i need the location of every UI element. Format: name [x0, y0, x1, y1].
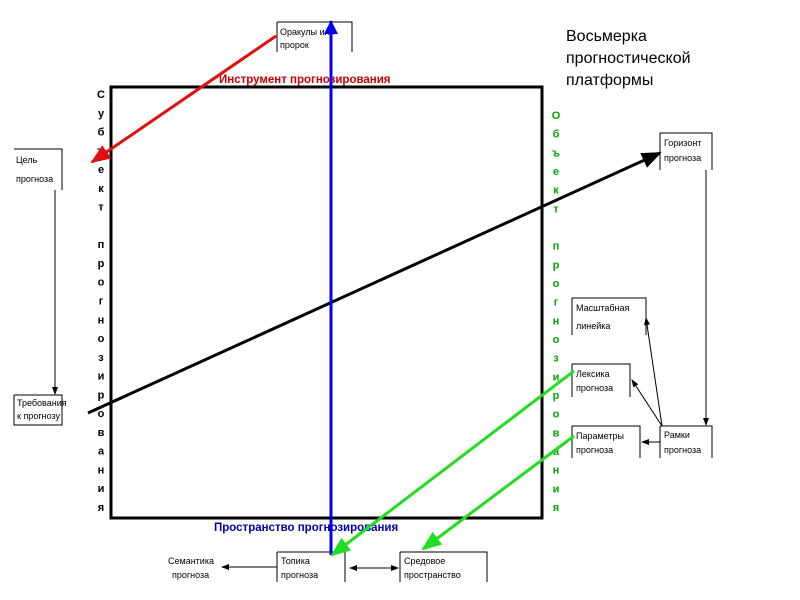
- arrow-frames-to-scale: [644, 317, 663, 427]
- arrow-lexicon-to-topics: [330, 369, 575, 557]
- arrow-parameters-to-environment: [421, 434, 575, 551]
- diagram-title: Восьмерка прогностической платформы: [566, 28, 695, 89]
- arrow-requirements-to-horizon: [87, 151, 662, 415]
- main-frame: [109, 85, 544, 520]
- frame-label-bottom: Пространство прогнозирования: [214, 522, 398, 534]
- frame-label-top: Инструмент прогнозирования: [219, 74, 391, 86]
- arrow-frames-to-lexicon: [631, 379, 663, 427]
- arrow-oracles-to-goal: [90, 34, 277, 164]
